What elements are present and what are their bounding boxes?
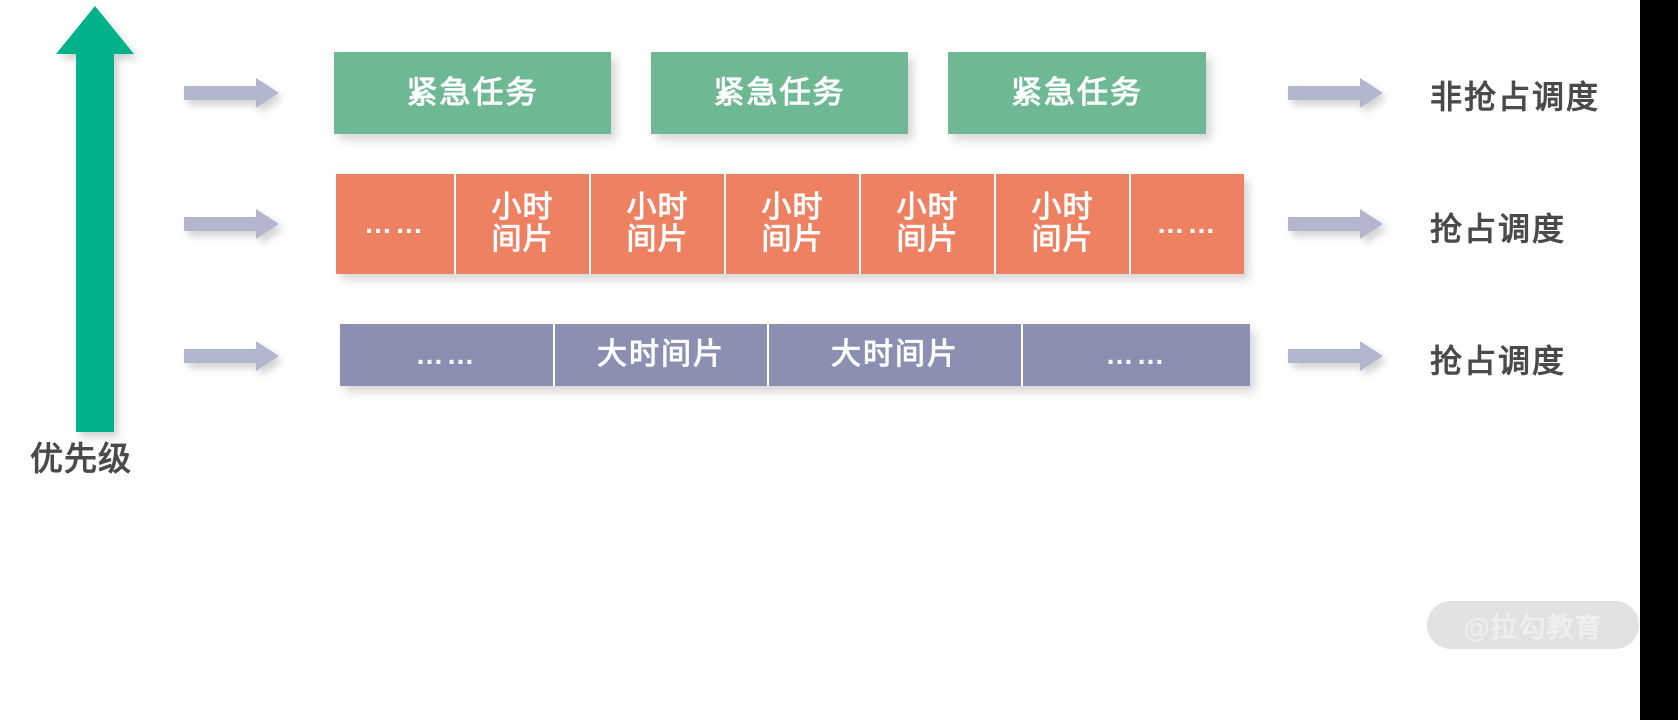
cell-small-time-slice[interactable]: 小时 间片 [996, 174, 1131, 274]
priority-arrow-icon [52, 2, 138, 434]
cell-small-time-slice[interactable]: 小时 间片 [726, 174, 861, 274]
row-large-time-slices: …… 大时间片 大时间片 …… [340, 324, 1250, 386]
flow-arrow-urgent-icon [184, 76, 280, 110]
cell-urgent-task[interactable]: 紧急任务 [651, 52, 908, 134]
side-arrow-preemptive-large-icon [1288, 339, 1384, 373]
watermark: @拉勾教育 [1427, 601, 1639, 649]
row-urgent-tasks: 紧急任务 紧急任务 紧急任务 [334, 52, 1206, 134]
cell-small-time-slice[interactable]: 小时 间片 [861, 174, 996, 274]
side-label-nonpreemptive: 非抢占调度 [1430, 79, 1601, 115]
cell-large-time-slice[interactable]: 大时间片 [555, 324, 769, 386]
cell-urgent-task[interactable]: 紧急任务 [334, 52, 611, 134]
cell-ellipsis-right: …… [1131, 174, 1244, 274]
cell-small-time-slice[interactable]: 小时 间片 [456, 174, 591, 274]
side-arrow-preemptive-small-icon [1288, 207, 1384, 241]
cell-ellipsis-right: …… [1023, 324, 1250, 386]
cell-ellipsis-left: …… [340, 324, 555, 386]
row-small-time-slices: …… 小时 间片 小时 间片 小时 间片 小时 间片 小时 间片 …… [336, 174, 1244, 274]
cell-small-time-slice[interactable]: 小时 间片 [591, 174, 726, 274]
side-label-preemptive-small: 抢占调度 [1430, 211, 1567, 247]
flow-arrow-small-slice-icon [184, 207, 280, 241]
cell-ellipsis-left: …… [336, 174, 456, 274]
side-arrow-nonpreemptive-icon [1288, 76, 1384, 110]
cell-large-time-slice[interactable]: 大时间片 [769, 324, 1023, 386]
side-label-preemptive-large: 抢占调度 [1430, 343, 1567, 379]
priority-axis-label: 优先级 [30, 440, 132, 477]
flow-arrow-large-slice-icon [184, 339, 280, 373]
cell-urgent-task[interactable]: 紧急任务 [948, 52, 1206, 134]
right-edge-band [1640, 0, 1678, 720]
